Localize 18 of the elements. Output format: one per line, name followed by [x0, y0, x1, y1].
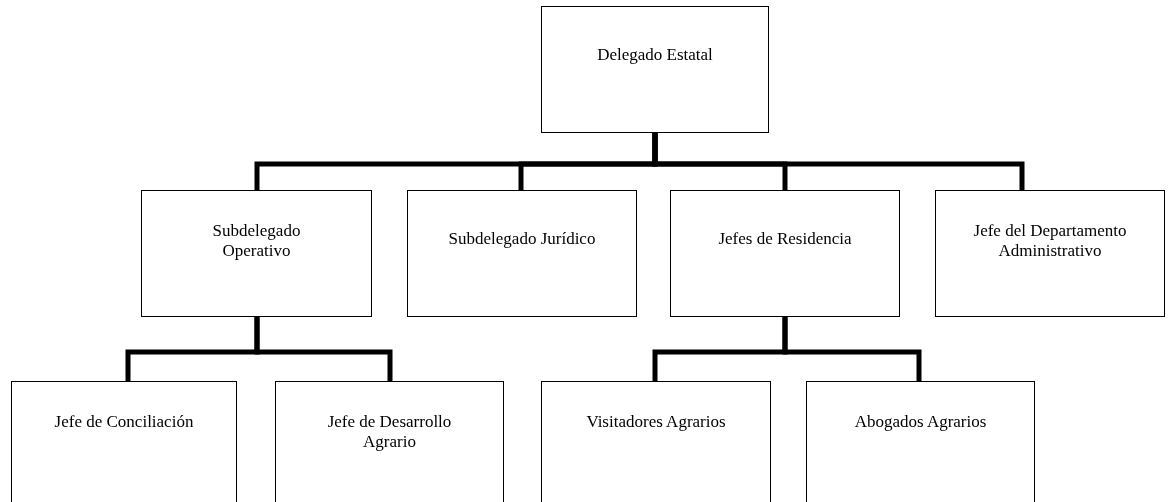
org-box [11, 381, 237, 502]
org-box [141, 190, 372, 317]
role-title: Jefe de Conciliación [54, 412, 194, 432]
role-title: Delegado Estatal [597, 45, 713, 65]
role-title: Abogados Agrarios [854, 412, 987, 432]
role-title: Jefe de Desarrollo Agrario [326, 412, 453, 452]
role-title: Jefe del Departamento Administrativo [972, 221, 1128, 261]
org-box [541, 6, 769, 133]
org-box [407, 190, 637, 317]
org-box [935, 190, 1165, 317]
role-title: Visitadores Agrarios [586, 412, 726, 432]
org-box [670, 190, 900, 317]
org-box [541, 381, 771, 502]
role-title: Subdelegado Jurídico [448, 229, 596, 249]
org-box [275, 381, 504, 502]
role-title: Jefes de Residencia [718, 229, 852, 249]
org-box [806, 381, 1035, 502]
role-title: Subdelegado Operativo [211, 221, 302, 261]
